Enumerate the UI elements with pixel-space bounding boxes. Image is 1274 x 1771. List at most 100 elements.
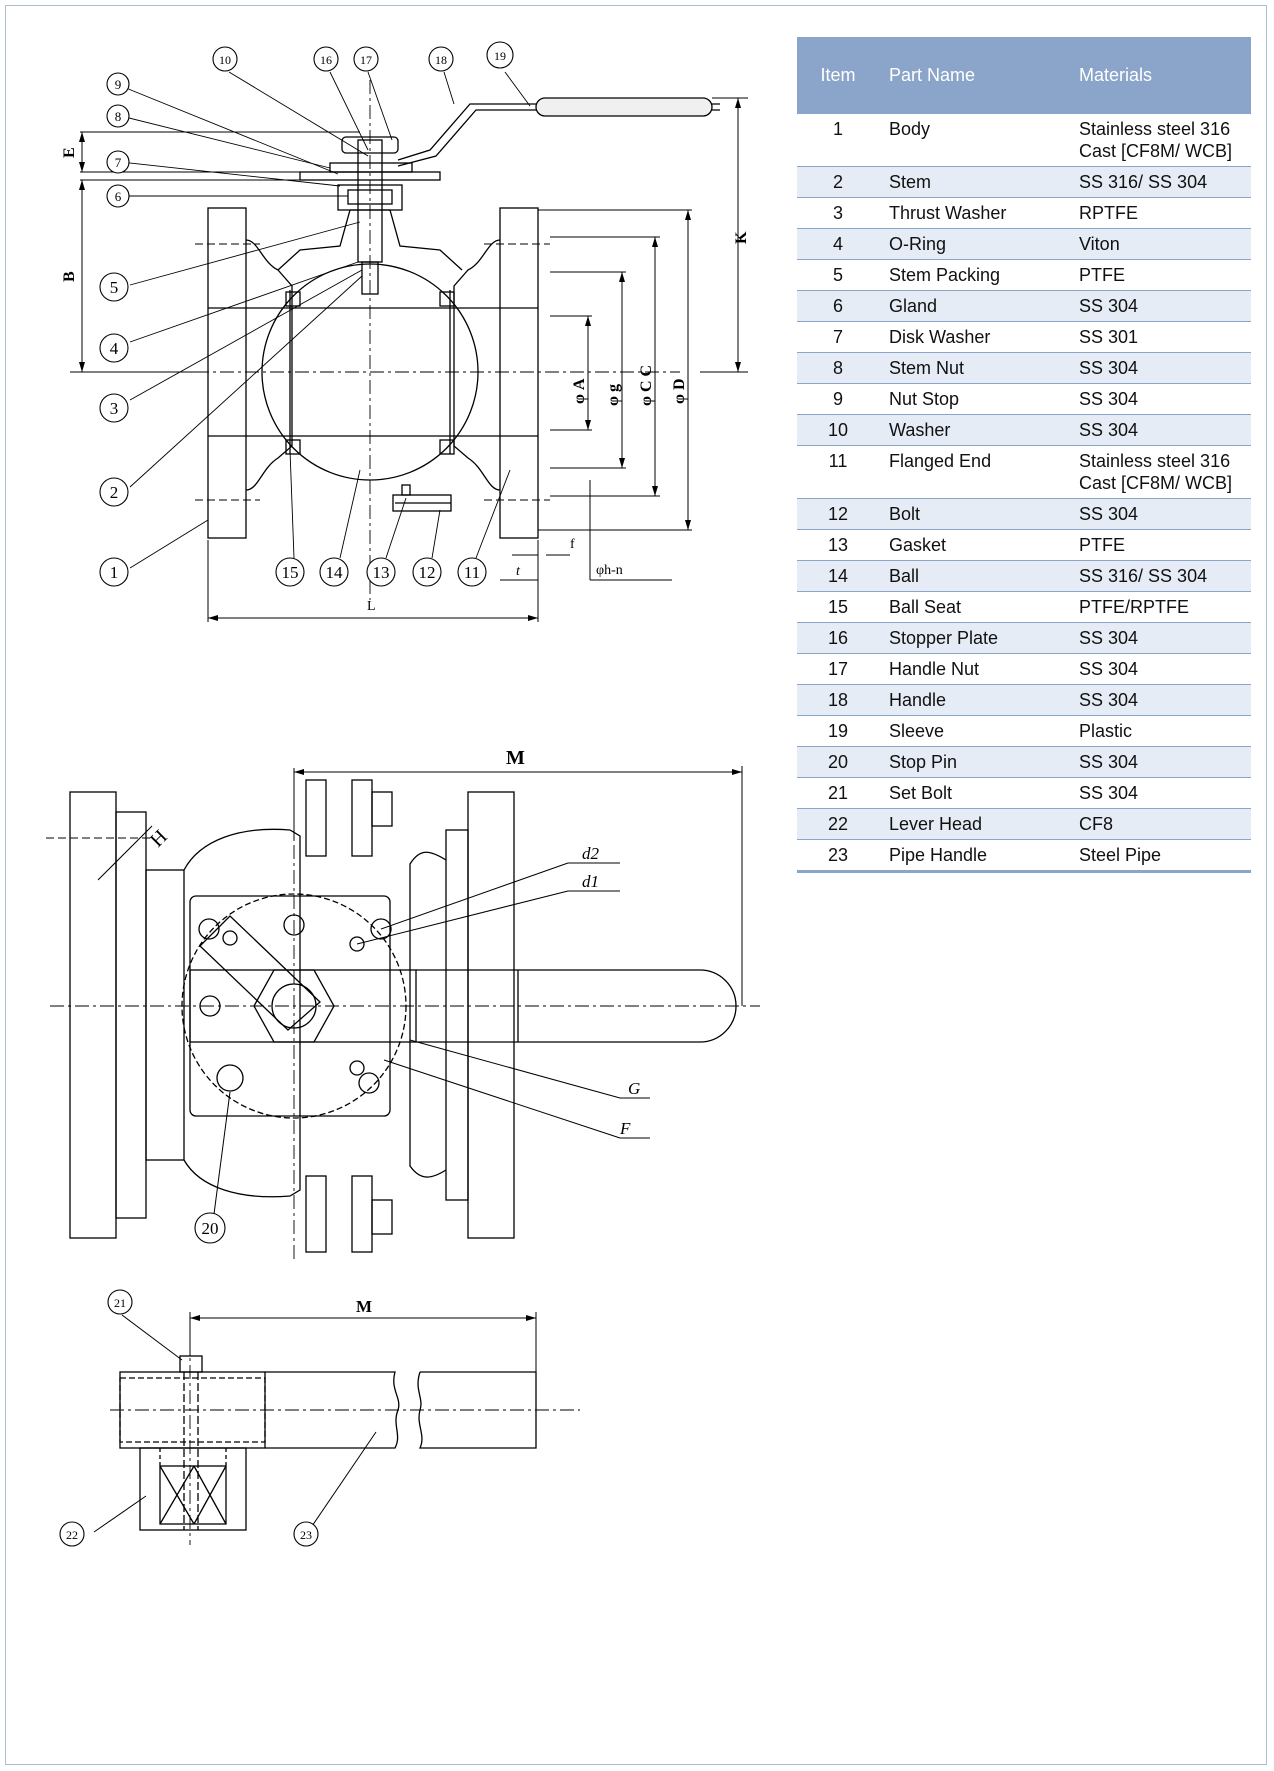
cell-material: SS 304: [1069, 414, 1251, 446]
callout-5: 5: [110, 278, 119, 297]
dim-c-label: φ C C: [638, 365, 655, 406]
callout-3: 3: [110, 399, 119, 418]
cell-material: SS 304: [1069, 383, 1251, 415]
cell-part-name: Ball: [879, 560, 1069, 592]
cell-material: SS 304: [1069, 684, 1251, 716]
callout-15: 15: [282, 563, 299, 582]
cell-part-name: Gasket: [879, 529, 1069, 561]
cell-item: 12: [797, 498, 879, 530]
dim-g-label: φ g: [605, 384, 622, 406]
cell-material: Plastic: [1069, 715, 1251, 747]
header-item: Item: [820, 65, 856, 85]
cell-part-name: Pipe Handle: [879, 839, 1069, 873]
cell-item: 22: [797, 808, 879, 840]
cell-material: PTFE: [1069, 529, 1251, 561]
parts-table-header: Item Part Name Materials: [797, 37, 1251, 114]
dim-e-label: E: [61, 147, 78, 158]
callout-1: 1: [110, 563, 119, 582]
cell-material: CF8: [1069, 808, 1251, 840]
dim-k-label: K: [733, 231, 750, 244]
dim-m-label: M: [506, 747, 525, 769]
cell-item: 4: [797, 228, 879, 260]
cell-material: Viton: [1069, 228, 1251, 260]
cell-material: SS 304: [1069, 746, 1251, 778]
cell-part-name: O-Ring: [879, 228, 1069, 260]
page-frame: [5, 5, 1267, 1765]
cell-part-name: Stem: [879, 166, 1069, 198]
callout-2: 2: [110, 483, 119, 502]
callout-16: 16: [320, 53, 332, 67]
cell-material: SS 304: [1069, 622, 1251, 654]
cell-item: 5: [797, 259, 879, 291]
cell-material: RPTFE: [1069, 197, 1251, 229]
cell-part-name: Bolt: [879, 498, 1069, 530]
cell-item: 1: [797, 114, 879, 167]
cell-material: Stainless steel 316 Cast [CF8M/ WCB]: [1069, 114, 1251, 167]
dim-g-top-label: G: [628, 1079, 640, 1098]
cell-material: SS 316/ SS 304: [1069, 560, 1251, 592]
cell-part-name: Stem Nut: [879, 352, 1069, 384]
callout-18: 18: [435, 53, 447, 67]
dim-l-label: L: [367, 599, 376, 614]
dim-f-label: f: [570, 537, 575, 552]
cell-item: 7: [797, 321, 879, 353]
callout-21: 21: [114, 1296, 126, 1310]
callout-4: 4: [110, 339, 119, 358]
section-view: [70, 71, 748, 622]
cell-part-name: Washer: [879, 414, 1069, 446]
cell-material: SS 304: [1069, 653, 1251, 685]
cell-part-name: Set Bolt: [879, 777, 1069, 809]
cell-material: SS 304: [1069, 290, 1251, 322]
cell-material: PTFE: [1069, 259, 1251, 291]
cell-material: SS 304: [1069, 498, 1251, 530]
callout-17: 17: [360, 53, 372, 67]
callout-14: 14: [326, 563, 344, 582]
cell-item: 8: [797, 352, 879, 384]
dim-m-lever-label: M: [356, 1297, 372, 1316]
cell-material: SS 304: [1069, 352, 1251, 384]
dim-f-top-label: F: [619, 1119, 631, 1138]
cell-part-name: Stopper Plate: [879, 622, 1069, 654]
cell-item: 13: [797, 529, 879, 561]
callout-7: 7: [115, 155, 122, 170]
cell-material: SS 316/ SS 304: [1069, 166, 1251, 198]
cell-item: 19: [797, 715, 879, 747]
cell-item: 17: [797, 653, 879, 685]
cell-material: SS 304: [1069, 777, 1251, 809]
header-part-name: Part Name: [889, 65, 976, 85]
cell-item: 6: [797, 290, 879, 322]
cell-part-name: Thrust Washer: [879, 197, 1069, 229]
dim-d2-label: d2: [582, 844, 600, 863]
cell-item: 16: [797, 622, 879, 654]
cell-part-name: Gland: [879, 290, 1069, 322]
cell-item: 9: [797, 383, 879, 415]
callout-20: 20: [202, 1219, 219, 1238]
cell-item: 21: [797, 777, 879, 809]
cell-part-name: Body: [879, 114, 1069, 167]
header-materials: Materials: [1079, 65, 1153, 85]
cell-part-name: Nut Stop: [879, 383, 1069, 415]
cell-material: Steel Pipe: [1069, 839, 1251, 873]
callout-23: 23: [300, 1528, 312, 1542]
cell-material: PTFE/RPTFE: [1069, 591, 1251, 623]
cell-part-name: Stop Pin: [879, 746, 1069, 778]
callout-6: 6: [115, 189, 122, 204]
cell-item: 20: [797, 746, 879, 778]
cell-part-name: Flanged End: [879, 445, 1069, 499]
